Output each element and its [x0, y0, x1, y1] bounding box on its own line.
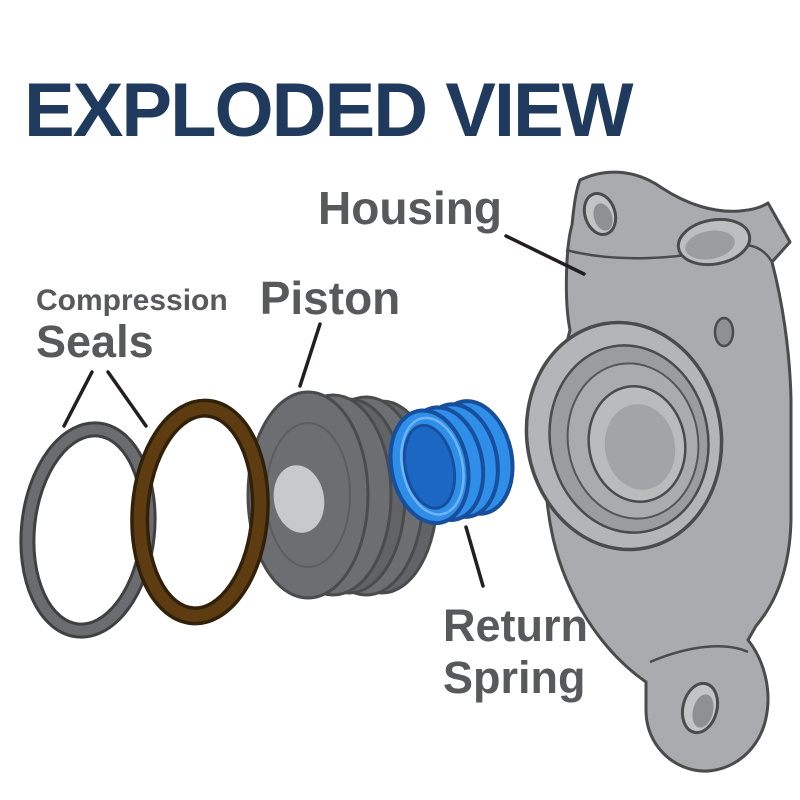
housing-label: Housing [318, 182, 502, 234]
leader-lines [62, 234, 586, 588]
bore-center-shadow [604, 404, 676, 490]
part-labels: Housing Compression Seals Piston Return … [36, 182, 588, 703]
housing-top-opening-shadow [685, 230, 735, 260]
housing-mount-hole-top-shadow [593, 203, 613, 231]
compression-seals-label-line2: Seals [36, 316, 154, 367]
piston-leader-line [298, 322, 322, 388]
housing-side-hole [713, 316, 735, 348]
compression-seals-label-line1: Compression [36, 284, 228, 317]
seal-brown-leader-line [106, 370, 148, 428]
housing-lower-contour [649, 645, 749, 664]
compression-seals-part [19, 398, 270, 639]
spring-sheen [400, 416, 465, 516]
housing-part [524, 170, 793, 773]
piston-highlight [273, 465, 325, 533]
return-spring-part [388, 399, 515, 526]
seal-brown-ring [133, 402, 267, 622]
page-title: EXPLODED VIEW [24, 68, 634, 153]
housing-mount-hole-bottom-shadow [692, 694, 714, 728]
piston-label: Piston [260, 272, 401, 324]
spring-hole [402, 423, 457, 510]
return-spring-label-line1: Return [443, 600, 588, 651]
return-spring-label-line2: Spring [443, 652, 586, 703]
housing-cylinder-bore [524, 320, 724, 552]
seal-gray-leader-line [62, 370, 94, 428]
housing-leader-line [504, 234, 586, 276]
spring-leader-line [464, 525, 485, 588]
